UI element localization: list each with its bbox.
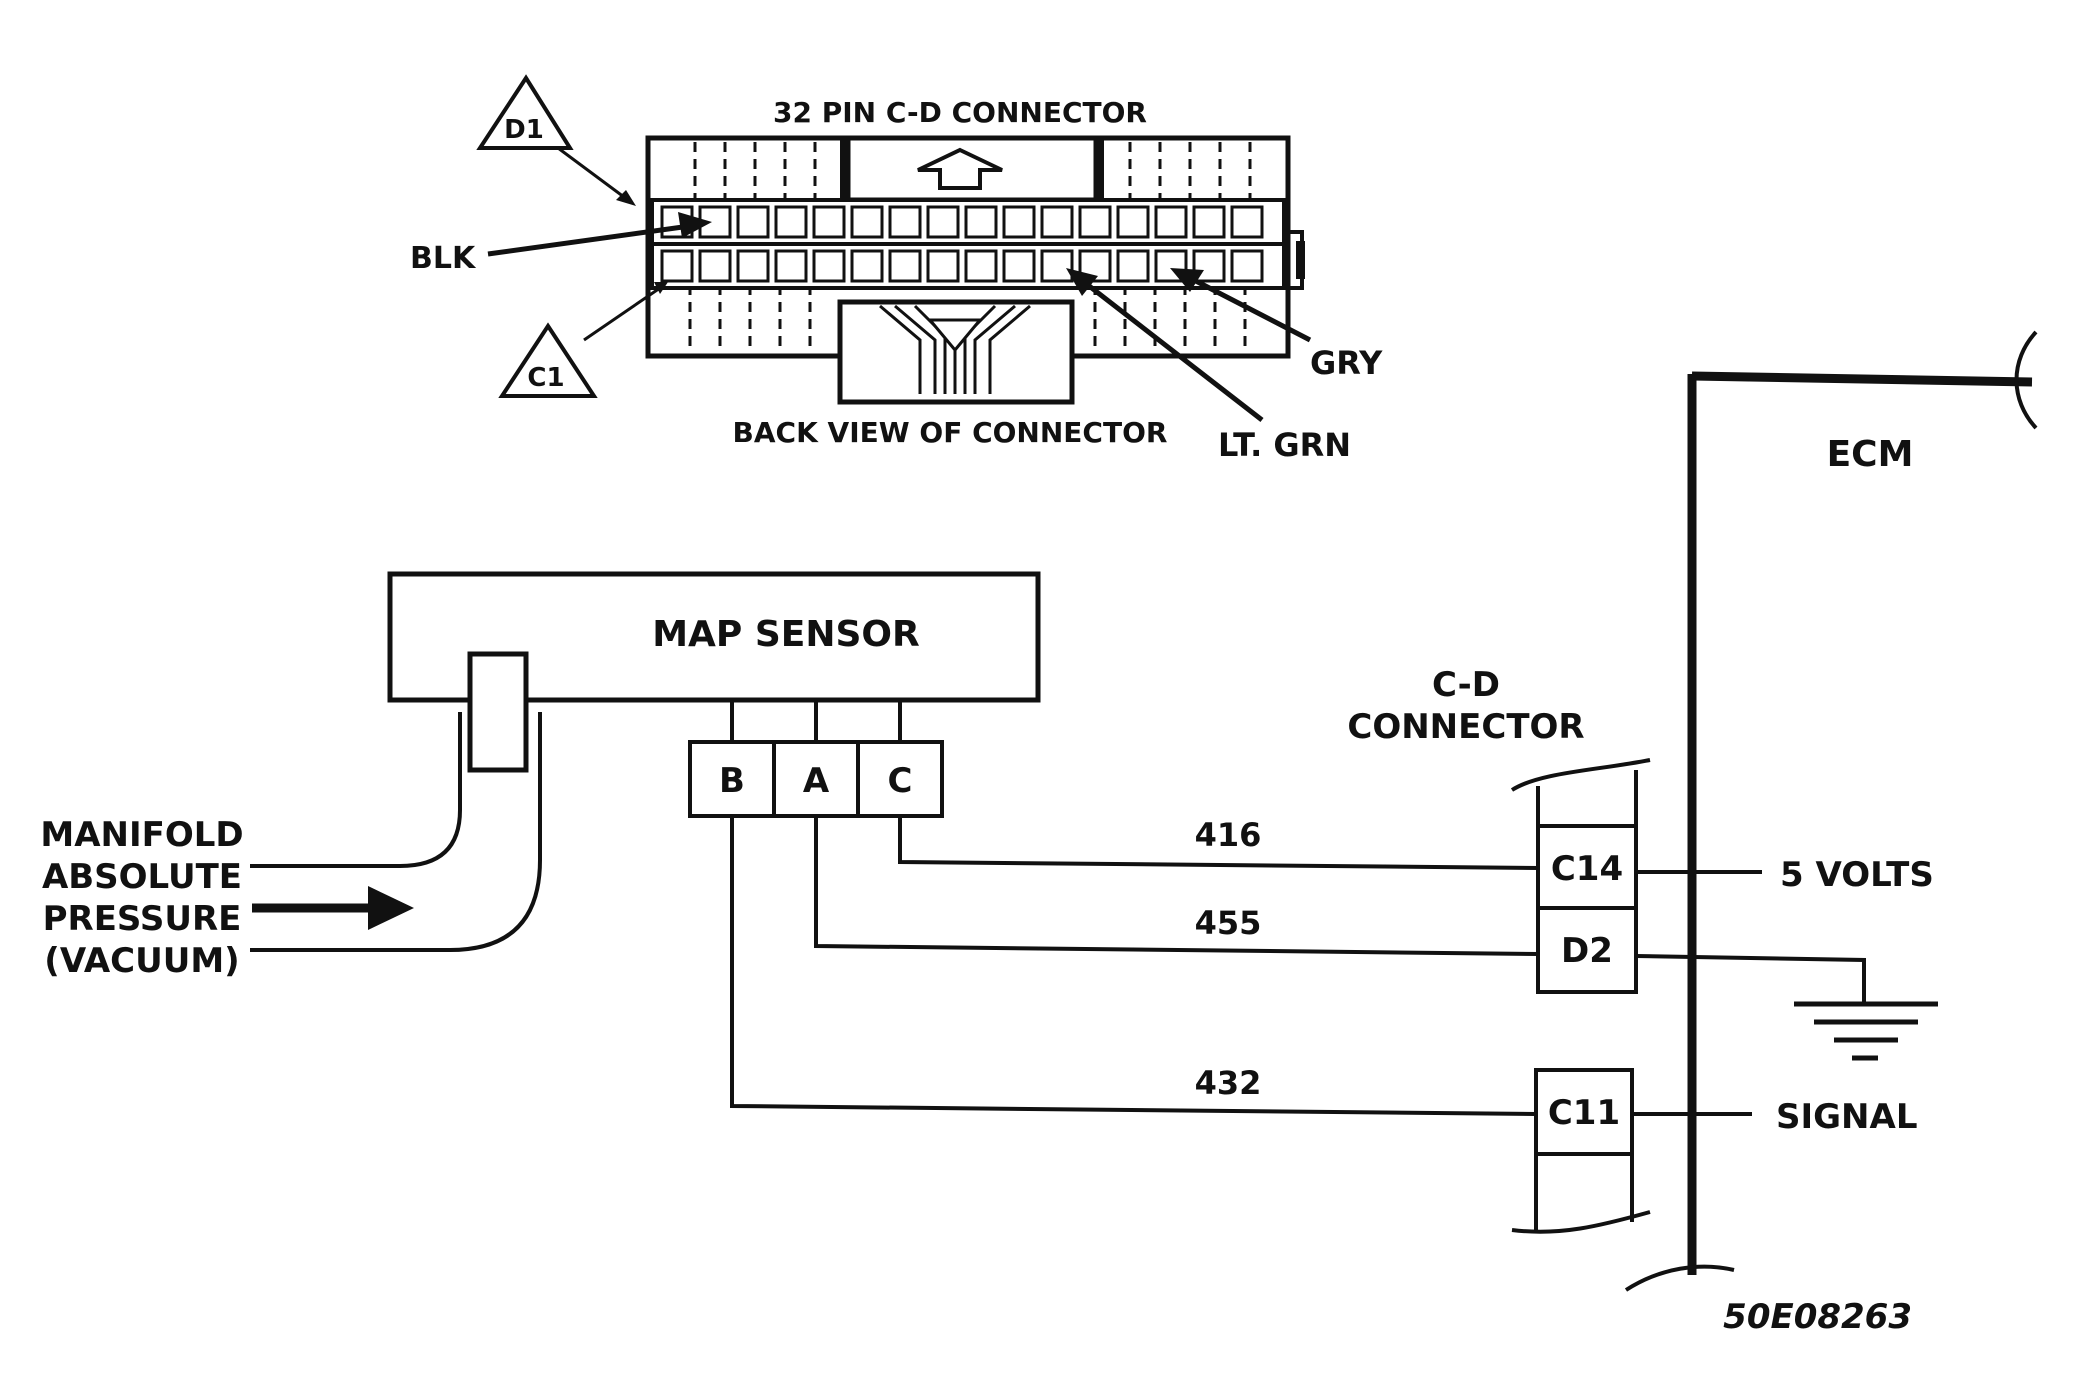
- vacuum-label-line4: (VACUUM): [44, 941, 239, 981]
- d1-callout: D1: [476, 74, 636, 206]
- latch-edge-right: [1094, 138, 1104, 200]
- ecm-break-mark-top: [2014, 330, 2038, 430]
- pin-cavity: [1002, 205, 1036, 239]
- map-sensor-body: [387, 571, 1041, 703]
- pin-cavity: [888, 205, 922, 239]
- vacuum-label-line2: ABSOLUTE: [42, 857, 242, 897]
- pin-cavity: [736, 249, 770, 283]
- pin-cavity: [1230, 205, 1264, 239]
- five-volts-stub: 5 VOLTS: [1636, 855, 1934, 895]
- pin-cavity: [926, 205, 960, 239]
- map-pin-b-label: B: [719, 761, 745, 801]
- wire-432-label: 432: [1195, 1064, 1262, 1102]
- cd-pin-d2-box: [1536, 906, 1638, 994]
- cd-connector-label-line1: C-D: [1432, 665, 1500, 705]
- vacuum-label-line3: PRESSURE: [43, 899, 242, 939]
- cd-connector-upper: C14 D2: [1510, 758, 1651, 994]
- blk-label: BLK: [410, 241, 477, 276]
- pin-cavity: [1002, 249, 1036, 283]
- connector-title: 32 PIN C-D CONNECTOR: [773, 96, 1147, 129]
- ecm-label: ECM: [1827, 434, 1914, 475]
- cd-pin-d2-label: D2: [1561, 931, 1613, 971]
- pin-cavity: [1040, 205, 1074, 239]
- wire-432: 432: [730, 816, 1537, 1116]
- pin-cavity: [1116, 205, 1150, 239]
- vacuum-arrow-icon: [368, 886, 414, 930]
- signal-label: SIGNAL: [1776, 1097, 1917, 1137]
- pin-cavity: [1116, 249, 1150, 283]
- vacuum-label-line1: MANIFOLD: [40, 815, 243, 855]
- blk-arrow: [487, 212, 712, 257]
- map-pin-b-box: [688, 740, 776, 818]
- pin-cavity: [812, 205, 846, 239]
- wire-455-label: 455: [1195, 904, 1262, 942]
- pin-cavity: [812, 249, 846, 283]
- ltgrn-label: LT. GRN: [1218, 426, 1351, 464]
- ltgrn-arrow: [1066, 268, 1264, 422]
- pin-cavity: [850, 249, 884, 283]
- ground-stub: [1635, 954, 1938, 1061]
- five-volts-label: 5 VOLTS: [1780, 855, 1934, 895]
- pin-cavity: [698, 249, 732, 283]
- pin-cavity: [736, 205, 770, 239]
- pin-cavity: [660, 249, 694, 283]
- pin-cavity: [1154, 205, 1188, 239]
- connector-back-view: 32 PIN C-D CONNECTOR: [410, 74, 1383, 464]
- pin-cavity: [774, 249, 808, 283]
- c1-label: C1: [527, 363, 564, 393]
- ecm-block: ECM: [1624, 330, 2038, 1292]
- map-pin-a-label: A: [803, 761, 830, 801]
- wire-exit-block: [837, 299, 1075, 405]
- map-sensor-label: MAP SENSOR: [652, 614, 920, 655]
- cd-pin-c14-box: [1536, 824, 1638, 910]
- cd-connector-label-line2: CONNECTOR: [1347, 707, 1584, 747]
- map-sensor: MAP SENSOR B A C: [387, 571, 1041, 818]
- pin-cavity: [1192, 205, 1226, 239]
- connector-caption: BACK VIEW OF CONNECTOR: [733, 416, 1168, 449]
- pin-cavity: [1078, 205, 1112, 239]
- wire-416: 416: [898, 816, 1539, 870]
- ecm-break-mark-bottom: [1624, 1264, 1735, 1292]
- pin-cavity: [888, 249, 922, 283]
- gry-label: GRY: [1310, 344, 1383, 382]
- pin-cavity: [1040, 249, 1074, 283]
- wire-416-label: 416: [1195, 816, 1262, 854]
- d1-label: D1: [504, 115, 544, 145]
- vacuum-port: [467, 651, 529, 773]
- latch-edge-left: [840, 138, 850, 200]
- pin-cavity: [1230, 249, 1264, 283]
- pin-cavity: [774, 205, 808, 239]
- cd-pin-c14-label: C14: [1551, 849, 1623, 889]
- cd-connector-lower: C11: [1511, 1068, 1651, 1234]
- cd-pin-c11-label: C11: [1548, 1093, 1620, 1133]
- c1-callout: C1: [498, 282, 668, 398]
- gry-arrow: [1170, 268, 1312, 343]
- figure-id: 50E08263: [1723, 1297, 1912, 1337]
- signal-stub: SIGNAL: [1632, 1097, 1917, 1137]
- cavity-dashes: [688, 142, 1252, 350]
- map-pin-c-label: C: [888, 761, 913, 801]
- wire-455: 455: [814, 816, 1539, 956]
- pin-cavity: [926, 249, 960, 283]
- pin-cavity: [850, 205, 884, 239]
- vacuum-hose: [250, 712, 542, 952]
- pin-grid: [650, 198, 1286, 290]
- up-arrow-icon: [917, 147, 1003, 190]
- pin-cavity: [964, 205, 998, 239]
- pin-cavity: [964, 249, 998, 283]
